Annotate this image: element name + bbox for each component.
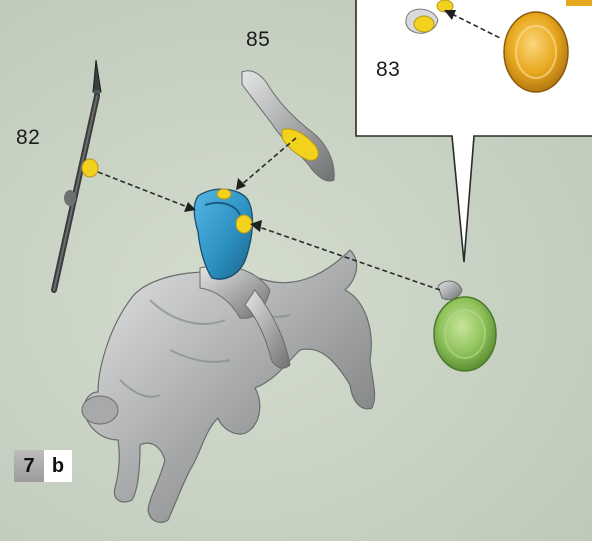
glue-point-right xyxy=(236,215,252,233)
glue-point-top xyxy=(217,189,231,199)
step-sub-letter: b xyxy=(44,450,72,482)
callout-box xyxy=(356,0,592,262)
part-number-85: 85 xyxy=(246,28,270,52)
arm-part xyxy=(242,71,334,181)
assembly-guides xyxy=(98,138,440,290)
step-indicator: 7 b xyxy=(14,450,72,482)
glue-point-spear xyxy=(82,159,98,177)
spear-part xyxy=(54,60,101,290)
part-number-82: 82 xyxy=(16,126,40,150)
part-number-83: 83 xyxy=(376,58,400,82)
rider-torso xyxy=(194,189,252,279)
green-shield xyxy=(434,281,496,371)
step-number: 7 xyxy=(14,450,44,482)
